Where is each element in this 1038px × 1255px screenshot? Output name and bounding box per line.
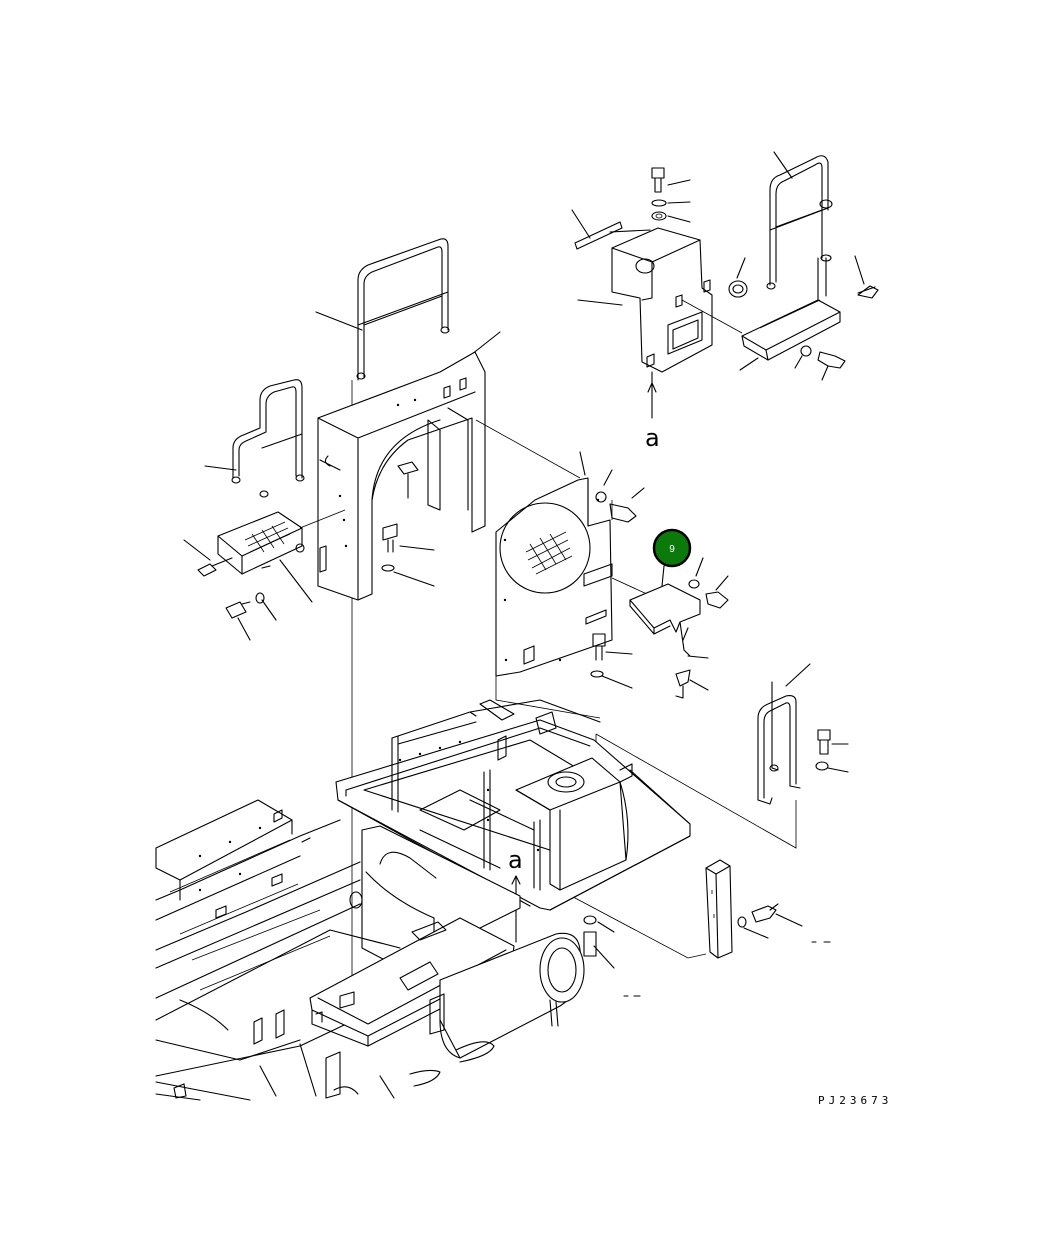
upper-handrail-step [681, 151, 879, 381]
lower-chassis-frame [155, 799, 641, 1101]
side-handrail [595, 663, 849, 849]
view-ref-bottom: a [508, 846, 523, 874]
upper-cover-assembly [571, 167, 748, 419]
view-ref-top: a [645, 424, 660, 452]
drawing-code: PJ23673 [818, 1094, 892, 1107]
callout-label: 9 [669, 544, 675, 555]
rear-panel-grille [495, 469, 661, 719]
small-handrail-step-box [183, 379, 435, 641]
small-bracket-plate [629, 557, 729, 699]
arched-frame-panel [317, 351, 586, 601]
part-callout-9[interactable]: 9 [652, 528, 692, 568]
side-bracket [559, 859, 831, 959]
